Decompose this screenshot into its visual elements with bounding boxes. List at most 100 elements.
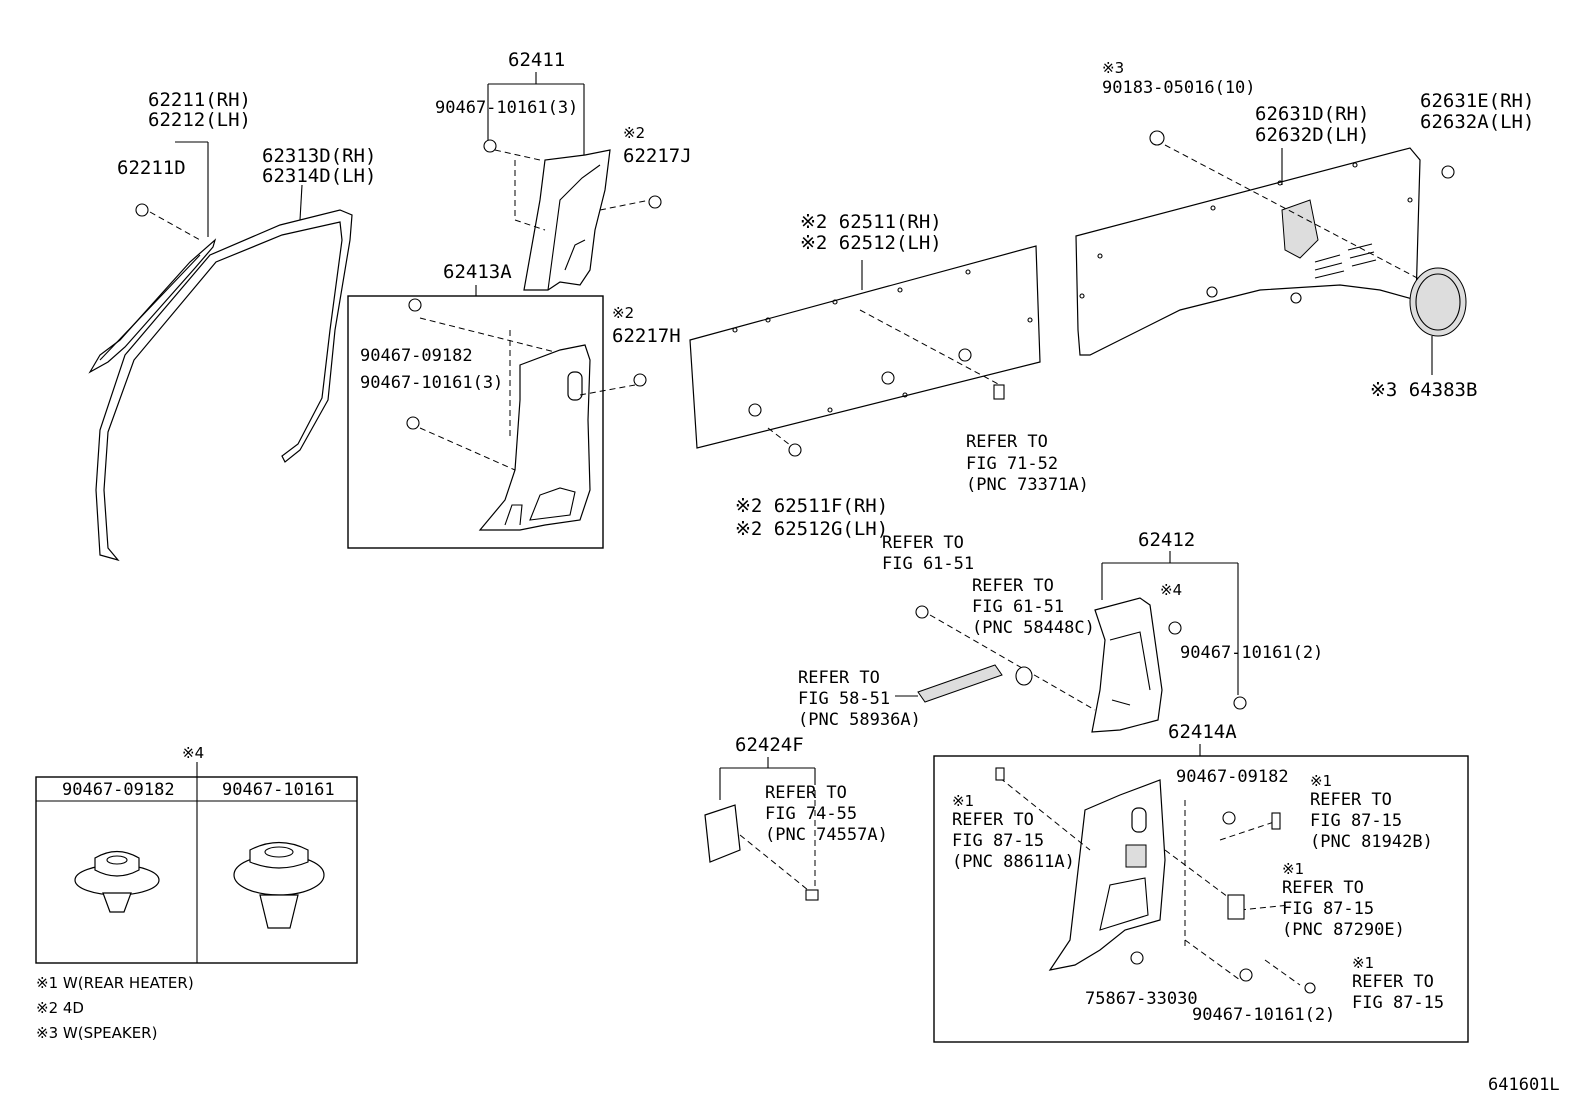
vent-slots [1314, 243, 1377, 279]
ref-61b-line2: FIG 61-51 [972, 597, 1064, 617]
label-62313d: 62313D(RH) [262, 145, 376, 167]
label-64383b: ※3 64383B [1370, 379, 1477, 401]
mark-ref87a: ※1 [952, 792, 974, 810]
ref-87a-line2: FIG 87-15 [952, 831, 1044, 851]
quarter-lower-garnish[interactable] [1048, 779, 1166, 971]
ref-87b-line3: (PNC 81942B) [1310, 832, 1433, 852]
front-pillar-garnish[interactable] [88, 238, 217, 374]
label-62632d: 62632D(LH) [1255, 124, 1369, 146]
mark-ref87d: ※1 [1352, 954, 1374, 972]
quarter-lower-group [995, 767, 1316, 994]
center-pillar-lower-group [406, 298, 647, 531]
label-90467-10161-2-b: 90467-10161(2) [1192, 1005, 1335, 1025]
garnish-switch [1125, 844, 1147, 868]
side-panel-board[interactable] [689, 245, 1041, 449]
label-90467-09182-a: 90467-09182 [360, 346, 473, 366]
label-62414a: 62414A [1168, 721, 1237, 743]
ref-61b-line1: REFER TO [972, 576, 1054, 596]
ref-87d-line1: REFER TO [1352, 972, 1434, 992]
label-62413a: 62413A [443, 261, 512, 283]
label-62211d: 62211D [117, 157, 186, 179]
mark-90183: ※3 [1102, 59, 1124, 77]
ref-87a-line3: (PNC 88611A) [952, 852, 1075, 872]
clip-icon [1233, 696, 1247, 710]
quarter-trim-board[interactable] [1075, 147, 1421, 356]
label-90183: 90183-05016(10) [1102, 78, 1256, 98]
mark-table: ※4 [182, 744, 204, 762]
mark-ref87c: ※1 [1282, 860, 1304, 878]
clip-icon [1441, 165, 1455, 179]
mark-62217j: ※2 [623, 124, 645, 142]
label-90467-09182-b: 90467-09182 [1176, 767, 1289, 787]
clip-09182-icon [74, 850, 160, 913]
label-62512: ※2 62512(LH) [800, 232, 942, 254]
cover-62424f[interactable] [704, 804, 741, 863]
clip-icon [915, 605, 929, 619]
label-62632a: 62632A(LH) [1420, 111, 1534, 133]
ref-87d-line2: FIG 87-15 [1352, 993, 1444, 1013]
ref-71-line1: REFER TO [966, 432, 1048, 452]
speaker-opening [1281, 199, 1319, 259]
label-62511f: ※2 62511F(RH) [735, 495, 888, 517]
label-62631d: 62631D(RH) [1255, 103, 1369, 125]
clip-icon [633, 373, 647, 387]
door-opening-weatherstrip[interactable] [95, 209, 353, 562]
note-rear-heater: ※1 W(REAR HEATER) [36, 974, 194, 992]
clip-icon [1168, 621, 1182, 635]
pillar-handle-slot [567, 371, 583, 401]
mark-62412: ※4 [1160, 581, 1182, 599]
label-90467-10161-3-a: 90467-10161(3) [435, 98, 578, 118]
ref-61a-line2: FIG 61-51 [882, 554, 974, 574]
clip-icon [648, 195, 662, 209]
connector-icon [1271, 812, 1281, 830]
note-speaker: ※3 W(SPEAKER) [36, 1024, 157, 1042]
side-panel-group [689, 245, 1041, 457]
pillar-garnish-group [88, 141, 353, 562]
ref-58-line2: FIG 58-51 [798, 689, 890, 709]
table-header-09182: 90467-09182 [62, 780, 175, 800]
center-pillar-upper-group [483, 72, 662, 291]
clip-10161-icon [233, 841, 325, 929]
clip-reference-table [35, 762, 358, 964]
label-62512g: ※2 62512G(LH) [735, 518, 888, 540]
ref-87c-line3: (PNC 87290E) [1282, 920, 1405, 940]
figure-code: 641601L [1488, 1075, 1560, 1095]
clip-icon [1130, 951, 1144, 965]
speaker-grille[interactable] [1409, 267, 1467, 337]
ref-87c-line2: FIG 87-15 [1282, 899, 1374, 919]
ref-74-line2: FIG 74-55 [765, 804, 857, 824]
clip-icon [1239, 968, 1253, 982]
center-pillar-lower-garnish[interactable] [478, 344, 591, 531]
clip-icon [406, 416, 420, 430]
ref-74-line3: (PNC 74557A) [765, 825, 888, 845]
label-62211rh: 62211(RH) [148, 89, 251, 111]
ref-87c-line1: REFER TO [1282, 878, 1364, 898]
label-62212lh: 62212(LH) [148, 109, 251, 131]
label-62217j: 62217J [623, 145, 692, 167]
label-62411: 62411 [508, 49, 565, 71]
label-62511: ※2 62511(RH) [800, 211, 942, 233]
label-62424f: 62424F [735, 734, 804, 756]
quarter-trim-group [1075, 130, 1467, 375]
connector-icon [805, 889, 819, 901]
garnish-slot [1131, 807, 1147, 833]
label-62412: 62412 [1138, 529, 1195, 551]
rear-pillar-garnish[interactable] [1091, 597, 1163, 733]
ref-87a-line1: REFER TO [952, 810, 1034, 830]
ref-58-line1: REFER TO [798, 668, 880, 688]
ref-87b-line1: REFER TO [1310, 790, 1392, 810]
clip-icon [483, 139, 497, 153]
clip-icon [788, 443, 802, 457]
mark-ref87b: ※1 [1310, 772, 1332, 790]
center-pillar-upper-garnish[interactable] [523, 149, 611, 291]
rear-pillar-group [895, 551, 1247, 733]
outlet-icon [1227, 894, 1245, 920]
cap-icon [1015, 666, 1033, 686]
table-header-10161: 90467-10161 [222, 780, 335, 800]
ref-61a-line1: REFER TO [882, 533, 964, 553]
clip-icon [1149, 130, 1165, 146]
fastener-icon [995, 767, 1005, 781]
assist-grip[interactable] [917, 664, 1003, 703]
